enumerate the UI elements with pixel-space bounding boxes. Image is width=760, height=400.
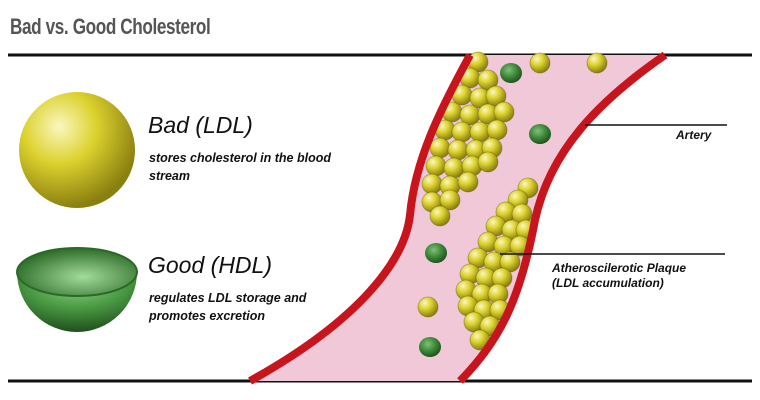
- ldl-particle: [586, 52, 608, 74]
- ldl-particle: [421, 173, 443, 195]
- ldl-particle: [486, 119, 508, 141]
- artery-illustration: [248, 51, 668, 385]
- bad-ldl-heading: Bad (LDL): [148, 112, 253, 138]
- ldl-particle: [439, 189, 461, 211]
- ldl-sphere-icon: [19, 92, 135, 208]
- good-hdl-heading: Good (HDL): [148, 252, 272, 278]
- page-title: Bad vs. Good Cholesterol: [10, 14, 211, 39]
- ldl-particle: [529, 52, 551, 74]
- plaque-label-line2: (LDL accumulation): [552, 276, 664, 290]
- good-hdl-description: regulates LDL storage and promotes excre…: [149, 291, 307, 323]
- artery-wall-right: [457, 51, 668, 384]
- hdl-particle: [529, 124, 551, 144]
- ldl-particle: [493, 101, 515, 123]
- ldl-particle: [457, 171, 479, 193]
- artery-label: Artery: [676, 128, 712, 142]
- artery-wall-left: [248, 53, 474, 385]
- hdl-cup-icon: [16, 247, 138, 332]
- ldl-particle: [477, 151, 499, 173]
- ldl-particle: [429, 205, 451, 227]
- hdl-particle: [425, 243, 447, 263]
- ldl-particle: [447, 139, 469, 161]
- hdl-particle: [500, 63, 522, 83]
- plaque-label-line1: Atheroscilerotic Plaque: [552, 261, 687, 275]
- ldl-particle: [417, 296, 439, 318]
- ldl-particle: [425, 155, 447, 177]
- hdl-particle: [419, 337, 441, 357]
- bad-ldl-description: stores cholesterol in the blood stream: [149, 151, 331, 183]
- ldl-particle: [451, 121, 473, 143]
- blood-vessel-lumen: [250, 55, 665, 381]
- ldl-particle: [429, 137, 451, 159]
